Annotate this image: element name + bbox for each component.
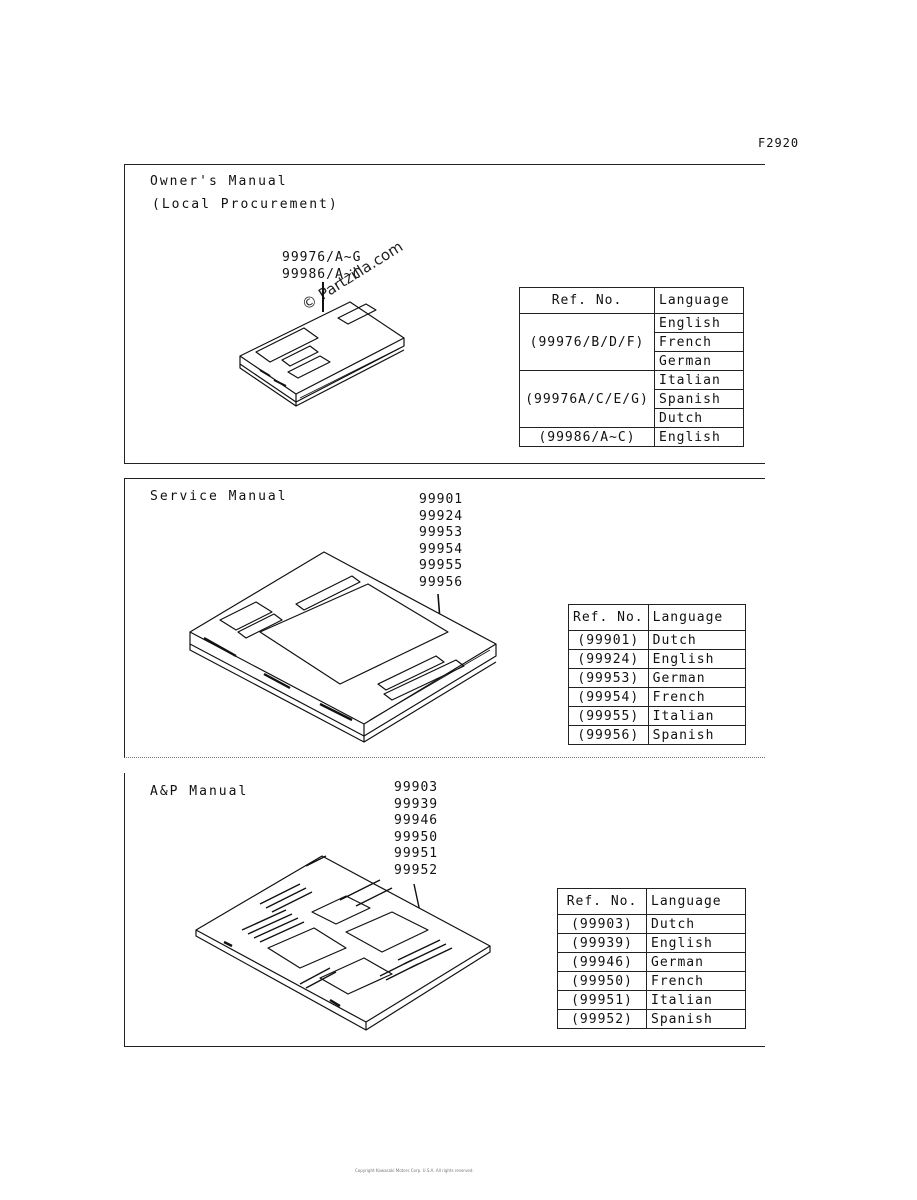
- owners-callout-ref: 99976/A~G: [282, 250, 362, 265]
- service-ref-cell: (99954): [568, 687, 649, 707]
- owners-callout-ref: 99986/A~C: [282, 266, 362, 282]
- service-callout-ref: 99924: [419, 508, 464, 524]
- service-language-cell: French: [647, 687, 746, 707]
- owners-manual-subtitle: (Local Procurement): [152, 197, 339, 212]
- owners-table-header-language: Language: [654, 287, 744, 314]
- service-table-header-language: Language: [647, 604, 746, 631]
- service-manual-panel: [124, 478, 765, 758]
- owners-language-cell: Dutch: [654, 408, 744, 428]
- ap-ref-table: Ref. No. Language (99903)Dutch (99939)En…: [557, 888, 746, 1029]
- service-callout-ref: 99956: [419, 574, 464, 590]
- owners-language-cell: English: [654, 313, 744, 333]
- ap-callout-ref: 99952: [394, 862, 439, 878]
- ap-language-cell: Italian: [646, 990, 746, 1010]
- service-language-cell: Spanish: [647, 725, 746, 745]
- ap-callout-ref: 99939: [394, 796, 439, 812]
- owners-language-cell: German: [654, 351, 744, 371]
- ap-manual-title: A&P Manual: [150, 784, 249, 799]
- owners-ref-table: Ref. No. Language (99976/B/D/F) English …: [519, 287, 744, 447]
- service-language-cell: Dutch: [647, 630, 746, 650]
- owners-manual-panel: [124, 164, 765, 464]
- copyright-footer: Copyright Kawasaki Motors Corp. U.S.A. A…: [355, 1168, 474, 1173]
- owners-ref-cell: (99976A/C/E/G): [519, 370, 655, 428]
- owners-language-cell: English: [654, 427, 744, 447]
- owners-language-cell: Spanish: [654, 389, 744, 409]
- owners-ref-cell: (99976/B/D/F): [519, 313, 655, 371]
- ap-callout: 99903 99939 99946 99950 99951 99952: [394, 780, 438, 880]
- ap-manual-panel: [124, 773, 765, 1047]
- ap-callout-ref: 99950: [394, 829, 439, 845]
- service-ref-cell: (99955): [568, 706, 649, 726]
- ap-ref-cell: (99952): [557, 1009, 647, 1029]
- owners-manual-title: Owner's Manual: [150, 174, 288, 189]
- owners-ref-cell: (99986/A~C): [519, 427, 655, 447]
- service-language-cell: English: [647, 649, 746, 669]
- ap-callout-ref: 99951: [394, 846, 439, 862]
- service-ref-cell: (99924): [568, 649, 649, 669]
- ap-manual-sheet-drawing: [195, 855, 491, 1031]
- service-callout-ref: 99901: [419, 492, 464, 507]
- ap-language-cell: Spanish: [646, 1009, 746, 1029]
- ap-callout-ref: 99903: [394, 780, 439, 795]
- figure-id: F2920: [758, 136, 800, 150]
- service-language-cell: Italian: [647, 706, 746, 726]
- service-ref-cell: (99953): [568, 668, 649, 688]
- service-manual-book-drawing: [189, 551, 497, 743]
- owners-callout: 99976/A~G 99986/A~C: [282, 250, 361, 283]
- service-callout-ref: 99955: [419, 558, 464, 574]
- service-callout-ref: 99953: [419, 525, 464, 541]
- owners-manual-booklet-drawing: [239, 282, 405, 407]
- ap-table-header-language: Language: [646, 888, 746, 915]
- service-ref-table: Ref. No. Language (99901)Dutch (99924)En…: [568, 604, 746, 745]
- service-callout-ref: 99954: [419, 541, 464, 557]
- service-manual-title: Service Manual: [150, 489, 288, 504]
- service-ref-cell: (99956): [568, 725, 649, 745]
- ap-language-cell: Dutch: [646, 914, 746, 934]
- ap-callout-ref: 99946: [394, 813, 439, 829]
- ap-language-cell: German: [646, 952, 746, 972]
- service-callout: 99901 99924 99953 99954 99955 99956: [419, 492, 463, 592]
